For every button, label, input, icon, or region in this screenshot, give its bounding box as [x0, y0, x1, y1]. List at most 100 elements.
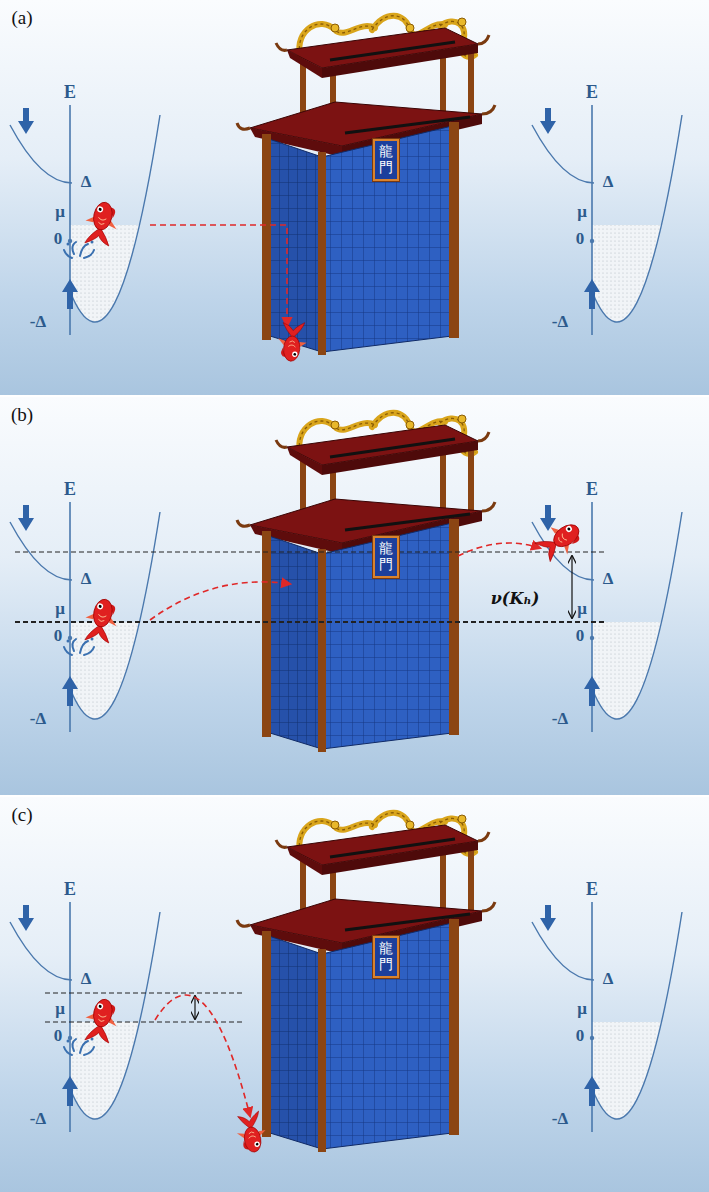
label-holder: 0	[576, 626, 585, 646]
carp	[533, 515, 587, 566]
panel-label: (a)	[11, 7, 32, 29]
gate-sign: 龍門	[373, 139, 399, 180]
label-holder: (a)	[11, 7, 32, 29]
label-holder: (b)	[11, 404, 33, 426]
sign-text: 龍門	[379, 941, 393, 972]
label-holder: -Δ	[30, 1109, 46, 1129]
sign-text: 龍門	[379, 541, 393, 572]
label-holder: 0	[54, 626, 63, 646]
label-holder: Δ	[81, 172, 92, 192]
label-holder: 0	[576, 229, 585, 249]
band-label: -Δ	[30, 1109, 46, 1129]
carp	[81, 199, 121, 249]
axis-label: E	[586, 879, 598, 900]
band-diagram	[10, 105, 160, 335]
band-label: Δ	[81, 569, 92, 589]
carp	[234, 1110, 269, 1154]
band-label: 0	[54, 1026, 63, 1046]
label-holder: E	[64, 479, 76, 500]
label-holder: μ	[55, 202, 65, 222]
label-holder: μ	[55, 599, 65, 619]
band-label: Δ	[81, 969, 92, 989]
water-splash	[64, 1038, 94, 1056]
axis-label: E	[586, 82, 598, 103]
band-label: μ	[577, 202, 587, 222]
axis-label: E	[64, 479, 76, 500]
band-label: Δ	[603, 172, 614, 192]
label-holder: μ	[55, 999, 65, 1019]
label-holder: 0	[576, 1026, 585, 1046]
band-diagram	[532, 502, 682, 732]
band-label: -Δ	[552, 709, 568, 729]
panel-label: (b)	[11, 404, 33, 426]
jump-path	[150, 582, 290, 620]
band-label: 0	[54, 626, 63, 646]
band-diagram	[10, 902, 160, 1132]
band-label: 0	[54, 229, 63, 249]
label-holder: E	[64, 879, 76, 900]
energy-level-line	[45, 993, 245, 994]
jump-path	[150, 225, 287, 326]
jump-path	[155, 995, 250, 1116]
label-holder: ν(Kₕ)	[491, 589, 540, 608]
label-holder: (c)	[11, 804, 32, 826]
panel-label: (c)	[11, 804, 32, 826]
label-holder: μ	[577, 999, 587, 1019]
panel-ground	[0, 0, 709, 395]
label-holder: Δ	[603, 969, 614, 989]
label-holder: 0	[54, 229, 63, 249]
jump-path	[458, 543, 540, 556]
dragon-gate	[237, 813, 495, 1152]
band-label: -Δ	[30, 709, 46, 729]
axis-label: E	[64, 82, 76, 103]
water-splash	[64, 638, 94, 656]
dragon-gate	[237, 16, 495, 355]
band-label: 0	[576, 626, 585, 646]
label-holder: -Δ	[30, 312, 46, 332]
axis-label: E	[64, 879, 76, 900]
band-label: μ	[577, 999, 587, 1019]
carp	[81, 596, 121, 646]
gap-arrow	[571, 556, 572, 618]
band-diagram	[532, 902, 682, 1132]
label-holder: -Δ	[552, 312, 568, 332]
panel-ground	[0, 797, 709, 1192]
label-holder: E	[586, 82, 598, 103]
axis-label: E	[586, 479, 598, 500]
band-label: μ	[55, 999, 65, 1019]
label-holder: Δ	[603, 172, 614, 192]
label-holder: E	[586, 879, 598, 900]
band-label: -Δ	[552, 312, 568, 332]
band-label: μ	[55, 202, 65, 222]
band-label: 0	[576, 229, 585, 249]
label-holder: E	[64, 82, 76, 103]
label-holder: -Δ	[552, 1109, 568, 1129]
band-label: Δ	[81, 172, 92, 192]
band-diagram	[10, 502, 160, 732]
band-label: Δ	[603, 569, 614, 589]
label-holder: -Δ	[552, 709, 568, 729]
label-holder: Δ	[81, 969, 92, 989]
label-holder: Δ	[603, 569, 614, 589]
gate-sign: 龍門	[373, 536, 399, 577]
gap-label: ν(Kₕ)	[491, 589, 540, 608]
label-holder: E	[586, 479, 598, 500]
label-holder: μ	[577, 599, 587, 619]
band-label: Δ	[603, 969, 614, 989]
water-splash	[64, 241, 94, 259]
carp	[276, 320, 308, 362]
band-label: 0	[576, 1026, 585, 1046]
gate-sign: 龍門	[373, 936, 399, 977]
panel-ground	[0, 397, 709, 795]
band-label: -Δ	[552, 1109, 568, 1129]
energy-level-line	[45, 1022, 245, 1023]
energy-level-line	[15, 552, 605, 553]
label-holder: μ	[577, 202, 587, 222]
band-label: μ	[577, 599, 587, 619]
sign-text: 龍門	[379, 144, 393, 175]
label-holder: -Δ	[30, 709, 46, 729]
band-label: μ	[55, 599, 65, 619]
